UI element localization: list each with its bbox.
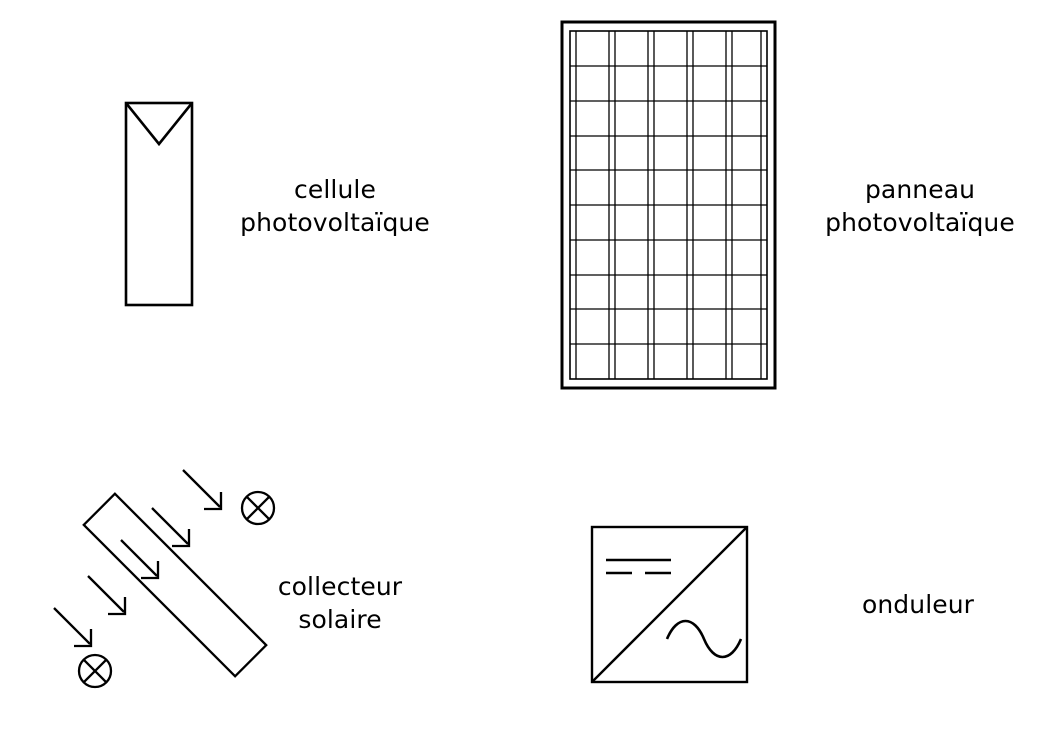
photovoltaic-panel-icon	[560, 20, 777, 390]
inverter-label: onduleur	[861, 590, 975, 619]
collector-port-lower-icon	[77, 653, 113, 689]
solar-collector-icon	[53, 469, 276, 689]
inverter-symbol	[584, 519, 759, 694]
photovoltaic-cell-symbol	[118, 95, 202, 320]
dc-symbol-icon	[606, 558, 671, 575]
photovoltaic-panel-symbol	[554, 14, 786, 400]
photovoltaic-panel-label: panneau photovoltaïque	[825, 175, 1015, 237]
photovoltaic-cell-icon	[124, 101, 194, 307]
solar-collector-label: collecteur solaire	[277, 572, 403, 634]
photovoltaic-cell-label: cellule photovoltaïque	[240, 175, 430, 237]
ac-symbol-icon	[665, 619, 743, 659]
inverter-icon	[590, 525, 749, 684]
collector-port-upper-icon	[240, 490, 276, 526]
solar-collector-symbol	[40, 450, 310, 720]
